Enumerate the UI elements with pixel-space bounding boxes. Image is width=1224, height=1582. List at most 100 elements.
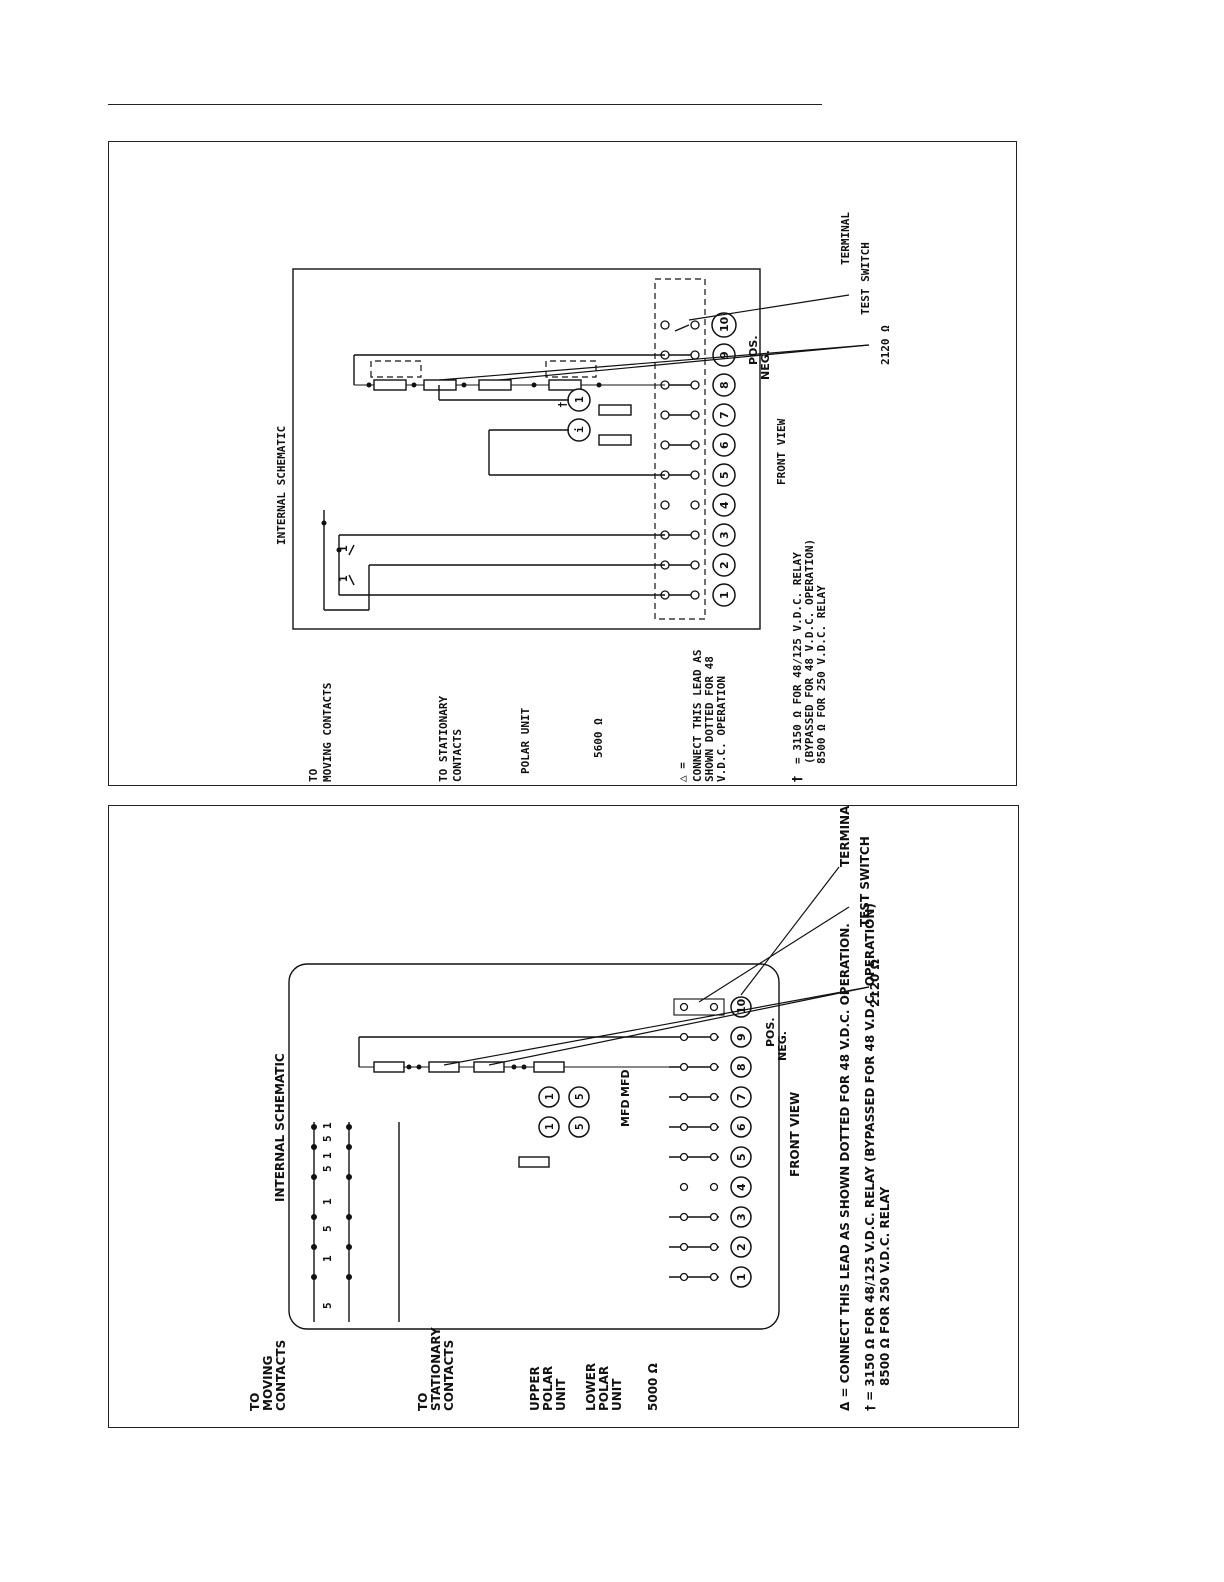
svg-text:5: 5	[321, 1225, 334, 1232]
internal-schematic-title: INTERNAL SCHEMATIC	[275, 426, 288, 545]
svg-text:△ =: △ =	[676, 762, 689, 782]
svg-text:1: 1	[573, 396, 586, 403]
svg-text:8: 8	[718, 381, 731, 389]
terminal-5	[712, 463, 736, 487]
svg-text:6: 6	[735, 1123, 748, 1131]
terminal-b-6	[730, 1116, 752, 1138]
label-5000-ohm: 5000 Ω	[646, 1363, 660, 1411]
svg-text:2: 2	[735, 1243, 748, 1251]
svg-text:V.D.C. OPERATION: V.D.C. OPERATION	[715, 676, 728, 782]
svg-text:MOVING: MOVING	[261, 1356, 275, 1411]
svg-text:3: 3	[735, 1213, 748, 1221]
resistor-2120-b	[478, 379, 512, 391]
svg-text:1: 1	[321, 1152, 334, 1159]
svg-text:1: 1	[321, 1255, 334, 1262]
terminal-4	[712, 493, 736, 517]
terminal-3	[712, 523, 736, 547]
svg-text:7: 7	[718, 411, 731, 419]
svg-text:8: 8	[735, 1063, 748, 1071]
svg-text:TO STATIONARY: TO STATIONARY	[437, 696, 450, 782]
svg-text:STATIONARY: STATIONARY	[429, 1327, 443, 1411]
svg-text:5: 5	[735, 1153, 748, 1161]
svg-text:1: 1	[337, 575, 350, 582]
schematic-bottom-drawing: INTERNAL SCHEMATIC 1 2 3 4 5 6 7 8 9 10 …	[248, 806, 892, 1411]
label-test-switch: TEST SWITCH	[859, 242, 872, 315]
svg-text:UNIT: UNIT	[610, 1378, 624, 1411]
resistor-b-2120-b	[473, 1061, 505, 1073]
label-test-switch-b: TEST SWITCH	[858, 836, 872, 927]
svg-text:MFD: MFD	[619, 1099, 632, 1127]
test-switch-enclosure	[654, 278, 706, 620]
label-upper-polar-unit: UPPER	[528, 1366, 542, 1411]
resistor-chain: †	[353, 354, 665, 408]
note-delta-b: Δ = CONNECT THIS LEAD AS SHOWN DOTTED FO…	[838, 923, 852, 1411]
svg-text:4: 4	[718, 501, 731, 509]
svg-text:1: 1	[543, 1093, 556, 1100]
upper-polar-unit-5	[568, 1086, 590, 1108]
polar-units: 1 i	[438, 385, 665, 476]
svg-text:10: 10	[718, 316, 731, 332]
terminal-10	[711, 312, 737, 338]
svg-text:5: 5	[321, 1165, 334, 1172]
svg-text:TO: TO	[307, 768, 320, 782]
svg-text:MOVING CONTACTS: MOVING CONTACTS	[321, 683, 334, 782]
resistor-chain-b	[358, 1036, 669, 1168]
resistor-upper	[373, 379, 407, 391]
svg-text:1: 1	[321, 1122, 334, 1129]
resistor-2120-a	[423, 379, 457, 391]
svg-text:5: 5	[718, 471, 731, 479]
terminal-b-5	[730, 1146, 752, 1168]
svg-text:4: 4	[735, 1183, 748, 1191]
terminal-b-3	[730, 1206, 752, 1228]
svg-text:7: 7	[735, 1093, 748, 1101]
svg-text:1: 1	[543, 1123, 556, 1130]
svg-text:TO: TO	[248, 1393, 262, 1411]
note-dagger-b-1: † = 3150 Ω FOR 48/125 V.D.C. RELAY (BYPA…	[863, 903, 877, 1411]
terminal-8	[712, 373, 736, 397]
svg-text:(BYPASSED FOR 48 V.D.C. OPERAT: (BYPASSED FOR 48 V.D.C. OPERATION)	[803, 539, 816, 764]
resistor-b-lower	[533, 1061, 565, 1073]
svg-text:3: 3	[718, 531, 731, 539]
pos-label: POS.	[747, 335, 760, 365]
terminal-6	[712, 433, 736, 457]
left-labels-bottom: TO MOVING CONTACTS TO STATIONARY CONTACT…	[248, 903, 892, 1411]
label-terminal-b: TERMINAL	[838, 806, 852, 867]
svg-text:POLAR: POLAR	[541, 1366, 555, 1411]
relay-case-outline-b	[288, 963, 780, 1330]
svg-text:5: 5	[321, 1135, 334, 1142]
terminal-b-2	[730, 1236, 752, 1258]
svg-text:i: i	[573, 426, 586, 433]
svg-text:†: †	[790, 776, 804, 782]
terminal-b-1	[730, 1266, 752, 1288]
svg-text:9: 9	[718, 351, 731, 359]
schematic-panel-bottom: INTERNAL SCHEMATIC 1 2 3 4 5 6 7 8 9 10 …	[108, 805, 1019, 1428]
resistor-dagger	[548, 379, 582, 391]
terminal-row: 1 2 3 4 5 6 7 8 9 10	[660, 312, 737, 607]
terminal-7	[712, 403, 736, 427]
svg-text:CONTACTS: CONTACTS	[451, 729, 464, 782]
terminal-2	[712, 553, 736, 577]
schematic-top-drawing: INTERNAL SCHEMATIC 1 2 3 4 5 6 7 8 9 10 …	[275, 212, 892, 782]
svg-text:5: 5	[573, 1093, 586, 1100]
lower-polar-unit-1	[538, 1116, 560, 1138]
resistor-b-dagger	[373, 1061, 405, 1073]
terminal-b-9	[730, 1026, 752, 1048]
svg-text:SHOWN DOTTED FOR 48: SHOWN DOTTED FOR 48	[703, 656, 716, 782]
label-terminal: TERMINAL	[839, 212, 852, 265]
front-view-label-b: FRONT VIEW	[788, 1092, 802, 1177]
resistor-b-2120-a	[428, 1061, 460, 1073]
schematic-panel-top: INTERNAL SCHEMATIC 1 2 3 4 5 6 7 8 9 10 …	[108, 141, 1017, 786]
svg-text:UNIT: UNIT	[554, 1378, 568, 1411]
svg-text:CONTACTS: CONTACTS	[274, 1340, 288, 1411]
svg-text:TO: TO	[416, 1393, 430, 1411]
neg-label: NEG.	[759, 350, 772, 380]
svg-text:1: 1	[337, 545, 350, 552]
svg-text:CONTACTS: CONTACTS	[442, 1340, 456, 1411]
label-5600-ohm: 5600 Ω	[592, 718, 605, 758]
front-view-label: FRONT VIEW	[775, 418, 788, 485]
internal-schematic-title-b: INTERNAL SCHEMATIC	[273, 1053, 287, 1202]
terminal-b-8	[730, 1056, 752, 1078]
header-rule	[108, 104, 822, 105]
svg-text:CONNECT THIS LEAD AS: CONNECT THIS LEAD AS	[691, 650, 704, 782]
contacts-group: 1 1	[321, 510, 665, 611]
